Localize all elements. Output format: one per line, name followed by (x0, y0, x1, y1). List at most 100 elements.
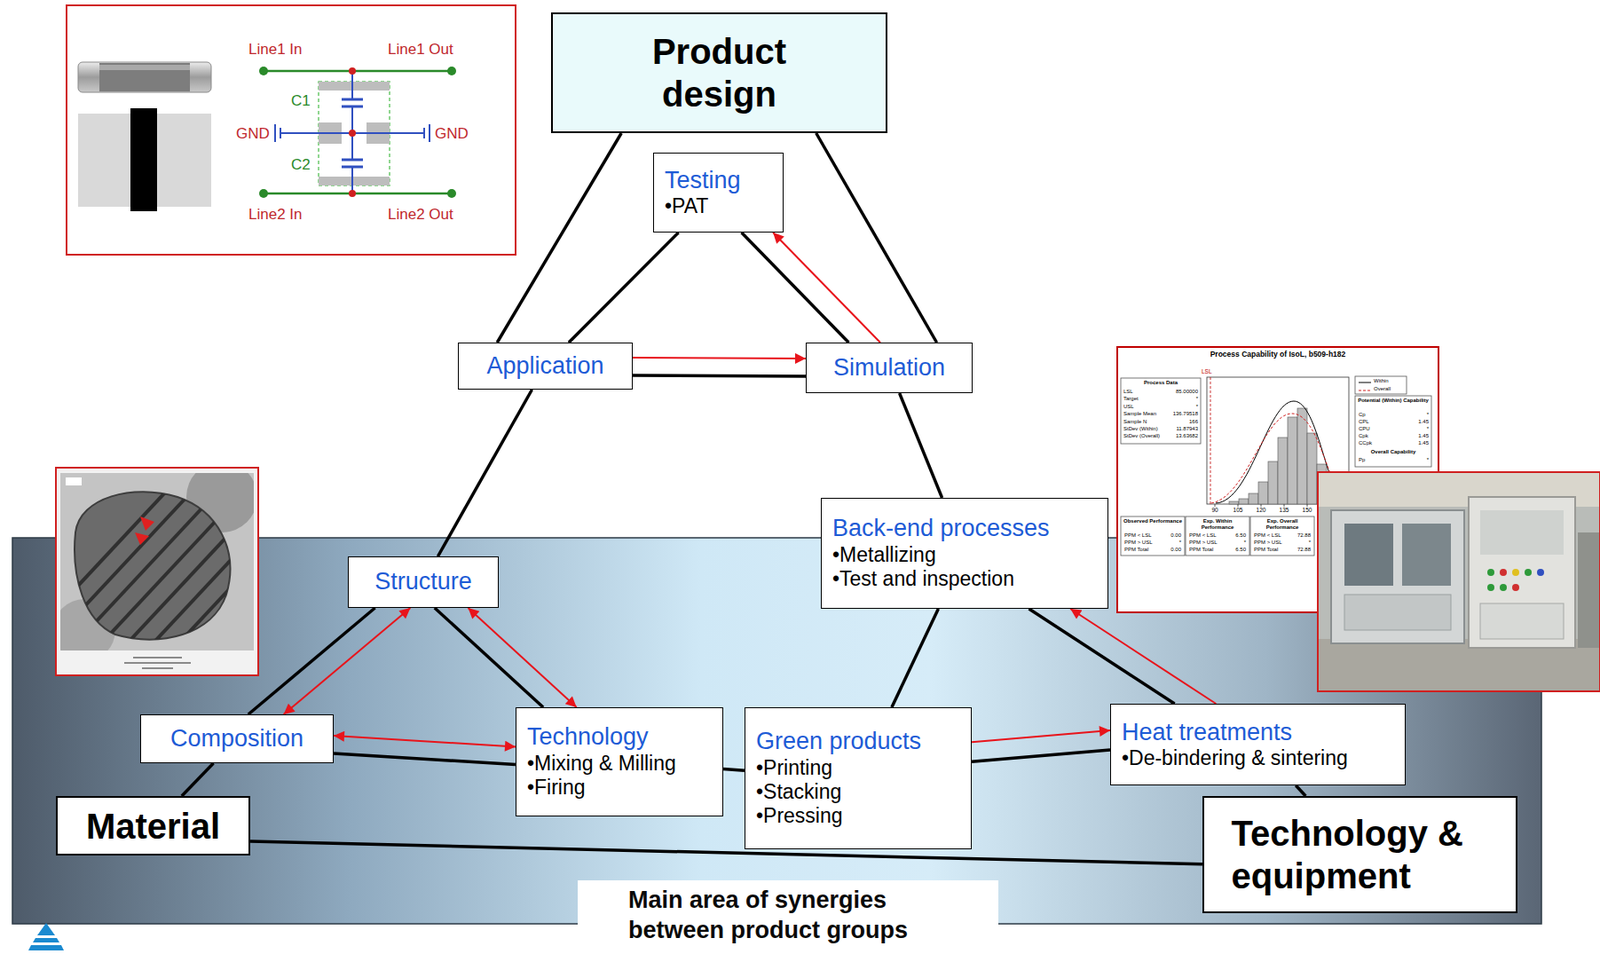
table-cell: Sample Mean (1123, 410, 1157, 418)
node-title: Back-end processes (832, 514, 1050, 544)
bullet-item: •Pressing (756, 803, 844, 828)
table-cell: * (1153, 395, 1199, 402)
equipment-photo-part (1317, 472, 1600, 692)
triangle-line (891, 608, 939, 708)
table-cell: Sample N (1123, 418, 1147, 426)
table-cell: PPM < LSL (1189, 532, 1217, 539)
table-cell: 6.50 (1213, 546, 1246, 553)
table-cell: * (1213, 539, 1246, 546)
equipment-photo-part (1468, 496, 1576, 648)
triangle-line (437, 389, 532, 557)
capability-chart-part-part (1238, 498, 1249, 505)
equipment-photo-part (1344, 594, 1451, 631)
node-title: Material (86, 804, 221, 848)
relation-arrow (468, 607, 577, 708)
triangle-line (333, 753, 516, 765)
relation-arrow (283, 607, 411, 715)
table-cell: CPL (1358, 418, 1370, 426)
micrograph-part (141, 667, 174, 670)
table-cell: 0.00 (1148, 532, 1182, 539)
relation-arrow (333, 735, 516, 747)
table-heading: Observed Performance (1121, 518, 1184, 525)
micrograph-part-part-part (106, 532, 231, 651)
equipment-photo-part (1402, 523, 1451, 586)
node-title: Testing (664, 166, 741, 196)
material-box: Structure (347, 556, 499, 608)
circuit-figure-part (341, 98, 363, 102)
equipment-photo-part (1480, 510, 1564, 555)
triangle-line (496, 133, 622, 343)
capability-chart-part (1355, 395, 1432, 467)
capability-chart-part-part (1258, 481, 1269, 505)
triangle-line (568, 232, 679, 343)
equipment-photo-part (1536, 568, 1545, 576)
table-cell: StDev (Overall) (1123, 433, 1160, 440)
table-cell: 166 (1153, 418, 1199, 426)
capability-chart-part (1185, 516, 1250, 556)
process-box: Technology•Mixing & Milling•Firing (515, 707, 724, 817)
capability-chart-part-part (1248, 493, 1259, 505)
legend-label: Within (1373, 378, 1389, 385)
micrograph-part (140, 516, 155, 531)
equipment-photo-part (1499, 568, 1507, 576)
table-cell: * (1153, 403, 1199, 410)
table-cell: LSL (1123, 388, 1134, 395)
table-cell: 6.50 (1213, 532, 1246, 539)
table-cell: PPM > USL (1189, 539, 1218, 546)
micrograph-part-part-part (60, 479, 178, 613)
activity-box: Simulation (805, 342, 973, 394)
table-cell: Pp (1358, 457, 1365, 464)
circuit-figure-part (351, 166, 354, 194)
node-title: Composition (170, 725, 304, 754)
node-title: Simulation (833, 354, 946, 383)
node-title: Product design (626, 30, 813, 116)
micrograph-part-part-part (66, 492, 191, 626)
table-cell: 72.88 (1277, 546, 1311, 553)
circuit-figure-part (348, 189, 356, 198)
triangle-line (1029, 608, 1175, 704)
capability-chart-part-part (1277, 437, 1288, 505)
equipment-photo-part (1331, 510, 1465, 644)
table-cell: Cp (1358, 411, 1366, 418)
table-cell: 1.45 (1393, 418, 1429, 426)
capability-chart-part (1214, 504, 1216, 507)
table-cell: PPM > USL (1253, 539, 1283, 546)
node-title: Technology (527, 723, 649, 752)
equipment-photo-part (1524, 568, 1532, 576)
circuit-figure-part (318, 81, 390, 91)
circuit-figure-part (99, 63, 190, 92)
company-logo-part (32, 937, 60, 943)
table-cell: StDev (Within) (1123, 425, 1159, 433)
circuit-figure-part (263, 192, 452, 196)
relation-arrow (971, 730, 1111, 742)
table-heading: Potential (Within) Capability (1355, 397, 1431, 404)
node-title: Main area of synergies between product g… (628, 885, 948, 946)
ground-label: GND (236, 125, 270, 143)
equipment-photo-part (1480, 603, 1564, 639)
relation-arrow (1070, 608, 1216, 704)
capability-chart-part (1120, 516, 1185, 556)
axis-tick: 135 (1275, 506, 1293, 513)
node-title: Green products (756, 727, 922, 757)
micrograph-part-part (60, 479, 254, 651)
triangle-line (250, 841, 1203, 865)
capacitor-label: C1 (291, 92, 311, 111)
table-cell: 85.00000 (1153, 388, 1199, 395)
circuit-figure-part (274, 124, 276, 142)
design-corner: Product design (551, 12, 888, 134)
circuit-figure-part (423, 127, 426, 139)
bullet-item: •Stacking (756, 780, 842, 804)
triangle-line (181, 763, 214, 797)
circuit-figure (66, 5, 516, 255)
micrograph-part-part-part (146, 572, 254, 651)
table-cell: Cpk (1358, 433, 1369, 440)
bullet-item: •Mixing & Milling (527, 751, 677, 776)
axis-tick: 150 (1298, 506, 1317, 513)
equipment-photo-part (1577, 532, 1600, 648)
triangle-line (899, 393, 943, 498)
micrograph-part-part-part (93, 519, 218, 651)
table-cell: CCpk (1358, 440, 1372, 447)
table-cell: PPM Total (1124, 546, 1149, 553)
triangle-line (971, 749, 1111, 762)
bullet-item: •Test and inspection (832, 567, 1015, 592)
